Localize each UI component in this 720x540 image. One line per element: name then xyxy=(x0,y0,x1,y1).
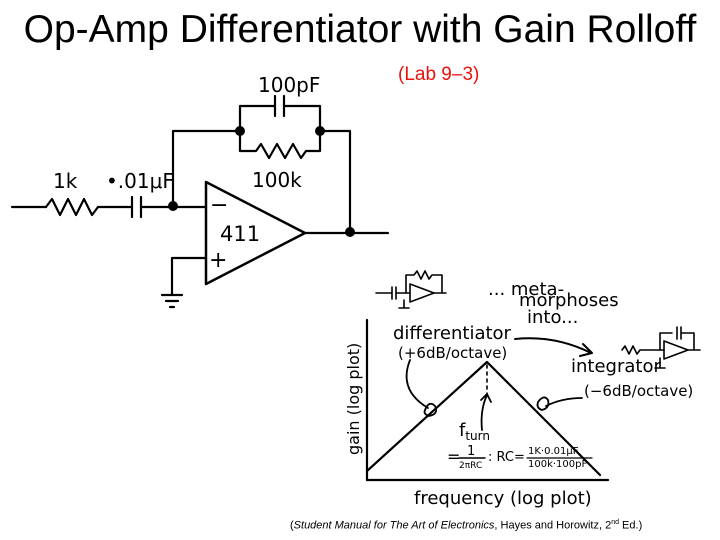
gain-curve xyxy=(365,360,602,477)
opamp-plus-sign: + xyxy=(209,248,227,273)
differentiator-schematic xyxy=(10,94,390,309)
fturn-equals: = xyxy=(447,447,460,466)
turn-frequency-arrow xyxy=(480,393,492,431)
feedback-cap-label: 100pF xyxy=(258,73,320,97)
input-res-label: 1k xyxy=(53,169,78,193)
ground-symbol xyxy=(160,293,184,309)
caption-book-title: Student Manual for The Art of Electronic… xyxy=(293,519,495,532)
left-slope-loop xyxy=(423,402,438,417)
differentiator-pointer xyxy=(405,359,429,409)
caption-open: ( xyxy=(290,519,294,532)
output-node-dot xyxy=(345,227,355,237)
page-title: Op-Amp Differentiator with Gain Rolloff xyxy=(23,8,697,51)
fturn-label: fturn xyxy=(459,420,490,443)
integrator-slope-label: (−6dB/octave) xyxy=(584,382,693,400)
feedback-right-wire xyxy=(318,129,352,234)
differentiator-label: differentiator xyxy=(393,323,512,344)
caption-tail: Ed.) xyxy=(619,519,643,532)
feedback-cap-branch xyxy=(238,104,322,133)
fturn-denominator: 2πRC xyxy=(459,461,482,471)
feedback-res-label: 100k xyxy=(252,168,302,192)
x-axis-label: frequency (log plot) xyxy=(414,488,592,509)
opamp-label: 411 xyxy=(220,222,260,246)
rc-label: : RC= xyxy=(488,450,525,465)
page-subtitle: (Lab 9–3) xyxy=(398,64,480,85)
feedback-res-branch xyxy=(238,129,322,160)
caption-superscript: nd xyxy=(611,519,619,526)
plus-input-wire xyxy=(170,256,208,297)
differentiator-slope-label: (+6dB/octave) xyxy=(398,344,507,362)
caption-authors: , Hayes and Horowitz, 2 xyxy=(494,519,612,532)
rc-value-2: 100k·100pF xyxy=(528,459,587,470)
feedback-left-wire xyxy=(171,129,242,209)
fturn-f: f xyxy=(459,420,466,441)
input-resistor xyxy=(44,197,100,217)
opamp-triangle xyxy=(204,180,307,286)
y-axis-label: gain (log plot) xyxy=(344,343,363,455)
metamorphoses-text-3: into... xyxy=(527,307,578,328)
right-slope-loop xyxy=(536,396,550,411)
mini-differentiator-schematic xyxy=(375,270,447,309)
graph-axes xyxy=(365,318,610,482)
mini-integrator-schematic xyxy=(621,326,701,369)
metamorphoses-text-1: ... meta- xyxy=(488,279,564,300)
fturn-subscript: turn xyxy=(465,429,490,443)
feedback-capacitor xyxy=(273,94,286,118)
metamorphoses-text-2: morphoses xyxy=(519,290,619,311)
input-cap-label: •.01μF xyxy=(106,169,174,193)
source-caption: (Student Manual for The Art of Electroni… xyxy=(290,519,718,532)
metamorphosis-arrow xyxy=(514,337,593,357)
opamp-minus-sign: − xyxy=(210,193,228,218)
input-capacitor xyxy=(130,195,143,219)
integrator-label: integrator xyxy=(571,356,661,377)
rc-value-1: 1K·0.01μF xyxy=(528,446,579,457)
integrator-pointer xyxy=(545,397,583,407)
fturn-numerator: 1 xyxy=(467,444,475,459)
